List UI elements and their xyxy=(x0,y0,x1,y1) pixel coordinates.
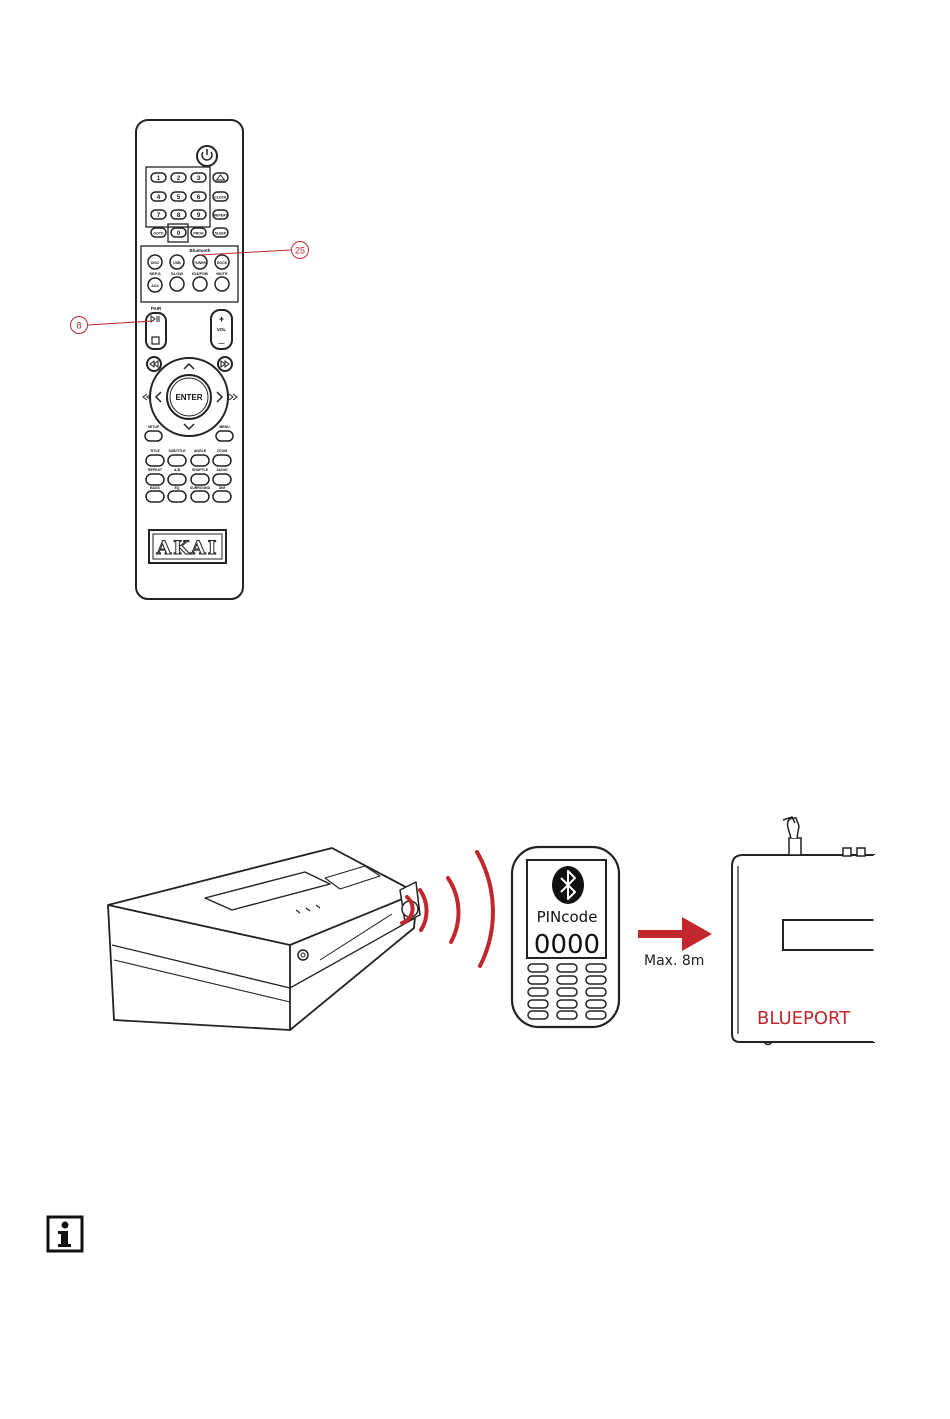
key-label: 9 xyxy=(197,213,201,219)
function-label: DIM xyxy=(219,486,226,490)
function-label: REPEAT xyxy=(148,468,163,472)
enter-label: ENTER xyxy=(175,393,202,402)
pair-label: PAIR xyxy=(151,306,162,311)
key-label: 7 xyxy=(157,213,161,219)
blueport-speaker: BLUEPORT xyxy=(732,817,875,1045)
vol-label: VOL xyxy=(217,327,227,332)
speaker-brand: BLUEPORT xyxy=(757,1008,851,1029)
speaker-display xyxy=(783,920,875,950)
source-button-label: DOCK xyxy=(217,261,228,265)
remote-body xyxy=(136,120,243,599)
function-label: ZOOM xyxy=(217,449,228,453)
function-label: ANGLE xyxy=(194,449,207,453)
key-label: GOTO xyxy=(153,232,164,236)
signal-wave xyxy=(477,852,493,966)
down-arrow-icon xyxy=(184,424,194,429)
function-label: BASS xyxy=(150,486,160,490)
key-label: SLEEP xyxy=(215,232,227,236)
callout-25: 25 xyxy=(200,242,309,259)
function-label: SURROUND xyxy=(190,486,211,490)
pin-value: 0000 xyxy=(534,930,600,960)
key-label: CLOCK xyxy=(214,196,227,200)
vol-plus-label: + xyxy=(219,314,224,324)
function-label: EQ xyxy=(174,486,179,490)
vol-minus-label: — xyxy=(219,341,225,347)
main-unit xyxy=(108,848,420,1030)
key-label: 5 xyxy=(177,195,181,201)
remote-brand-logo: AKAI xyxy=(155,537,218,559)
source-button-label: TUNER xyxy=(194,261,207,265)
source-button-label: DISC xyxy=(151,261,160,265)
source-sub-label: ID3/FOB xyxy=(192,271,208,276)
range-label: Max. 8m xyxy=(644,953,704,969)
source-header: Bluetooth xyxy=(190,248,211,253)
phone-keypad xyxy=(528,964,606,1019)
callout-number: 25 xyxy=(295,246,305,256)
fast-forward-icon xyxy=(229,394,237,400)
range-arrow: Max. 8m xyxy=(638,917,712,969)
function-label: SHUFFLE xyxy=(192,468,209,472)
function-label: MENU xyxy=(219,425,230,429)
eject-icon xyxy=(217,175,225,180)
function-label: SUBTITLE xyxy=(168,449,186,453)
callout-8: 8 xyxy=(71,317,153,334)
pin-label: PINcode xyxy=(537,908,598,926)
source-sub-label: MUTE xyxy=(216,271,228,276)
key-label: 2 xyxy=(177,176,181,182)
mobile-phone: PINcode 0000 xyxy=(512,847,619,1027)
up-arrow-icon xyxy=(184,364,194,369)
remote-control xyxy=(136,120,243,599)
key-label: REPEAT xyxy=(214,214,229,218)
source-sub-label: SEP.S xyxy=(149,271,161,276)
key-label: 1 xyxy=(157,176,161,182)
callout-number: 8 xyxy=(76,321,81,331)
key-label: 0 xyxy=(177,231,181,237)
aux-label: AUX xyxy=(151,284,159,288)
signal-wave xyxy=(448,878,458,942)
key-label: PROG xyxy=(193,232,204,236)
speaker-connector xyxy=(783,817,865,856)
source-sub-label: SLOW xyxy=(171,271,183,276)
left-arrow-icon xyxy=(156,392,161,402)
function-label: A-B xyxy=(174,468,181,472)
source-button-label: USB xyxy=(173,261,181,265)
arrow-head-icon xyxy=(682,917,712,951)
right-arrow-icon xyxy=(217,392,222,402)
info-icon xyxy=(48,1217,82,1251)
function-label: TITLE xyxy=(150,449,160,453)
key-label: 3 xyxy=(197,176,201,182)
function-label: AUDIO xyxy=(216,468,228,472)
key-label: 6 xyxy=(197,195,201,201)
signal-wave xyxy=(420,890,427,930)
key-label: 8 xyxy=(177,213,181,219)
function-label: SETUP xyxy=(148,425,160,429)
key-label: 4 xyxy=(157,195,161,201)
